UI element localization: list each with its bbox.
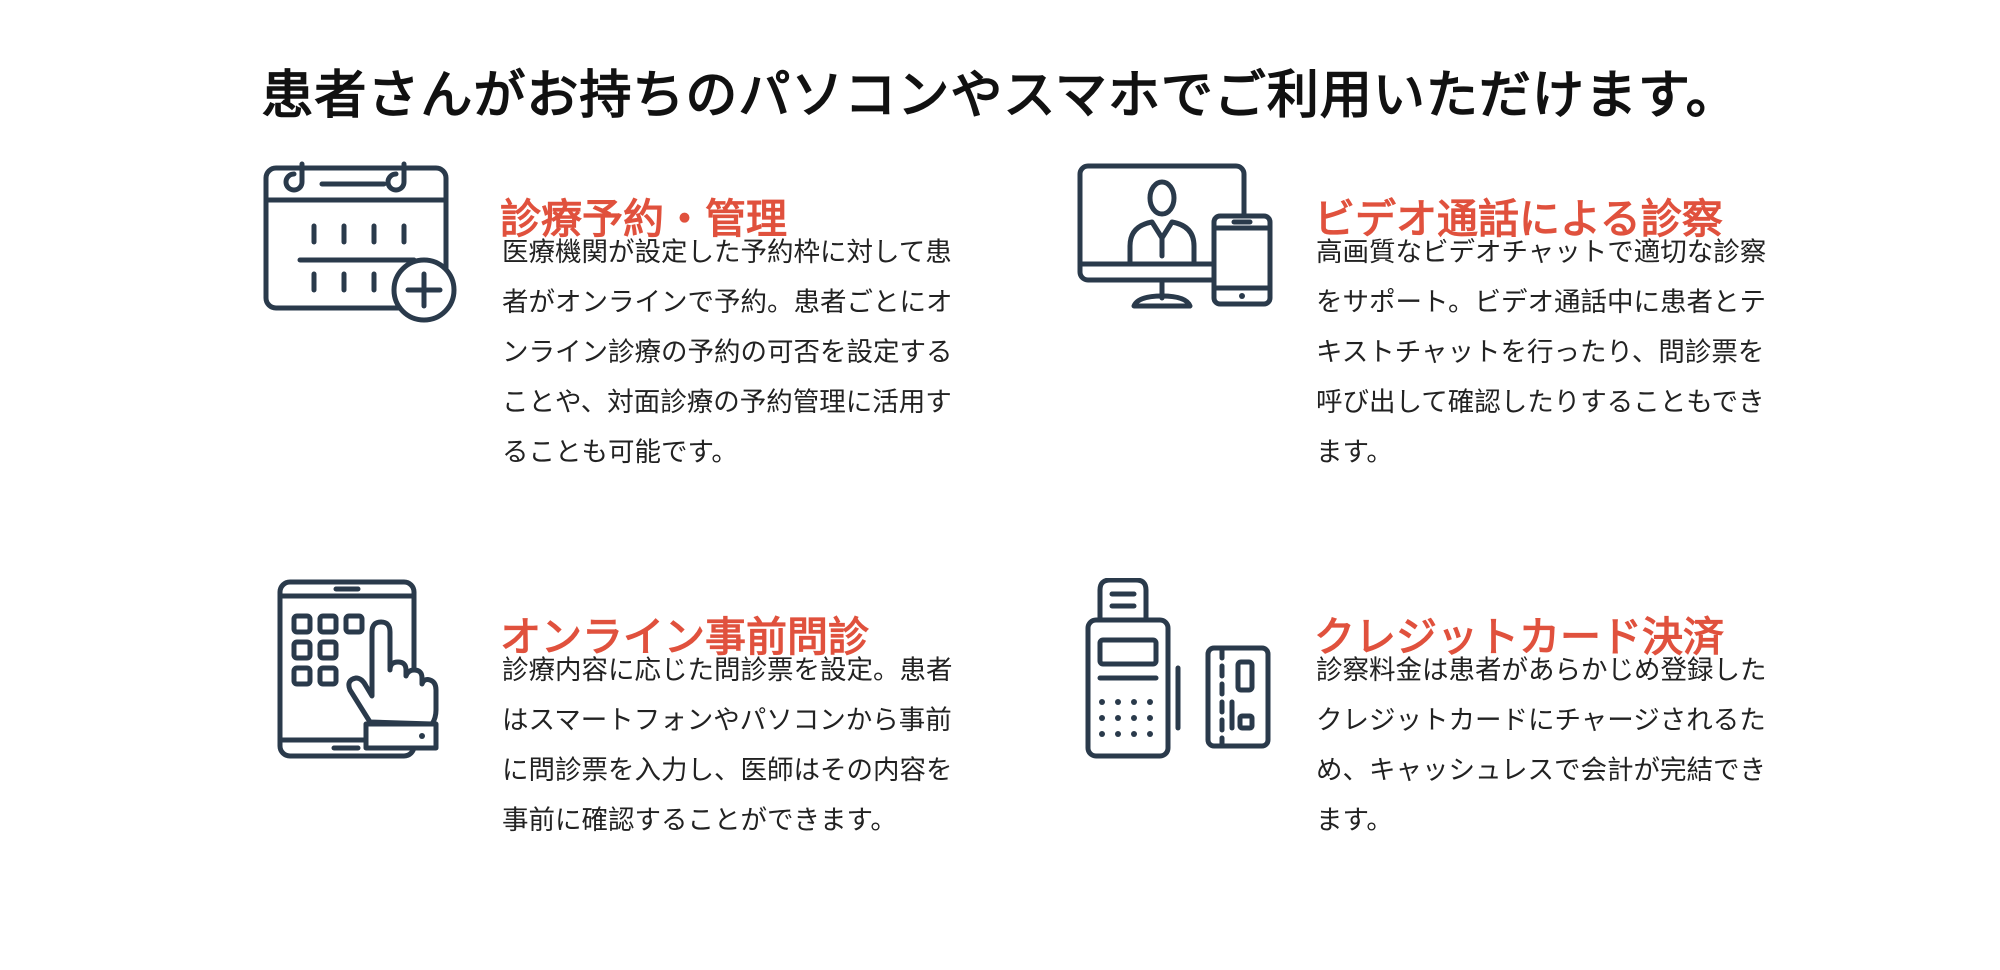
feature-description: 診察料金は患者があらかじめ登録したクレジットカードにチャージされるため、キャッシ… [1316, 655, 1767, 836]
feature-online-questionnaire: オンライン事前問診 診療内容に応じた問診票を設定。患者はスマートフォンやパソコン… [262, 578, 1022, 918]
video-consultation-icon [1076, 160, 1276, 360]
calendar-plus-icon [262, 160, 462, 360]
feature-title: オンライン事前問診 [500, 613, 869, 662]
tablet-tap-icon [262, 578, 462, 778]
feature-title: クレジットカード決済 [1314, 613, 1724, 662]
feature-video-consultation: ビデオ通話による診察 高画質なビデオチャットで適切な診察をサポート。ビデオ通話中… [1076, 160, 1836, 500]
card-payment-icon [1076, 578, 1276, 778]
feature-description: 医療機関が設定した予約枠に対して患者がオンラインで予約。患者ごとにオンライン診療… [502, 237, 953, 468]
feature-description: 高画質なビデオチャットで適切な診察をサポート。ビデオ通話中に患者とテキストチャッ… [1316, 237, 1767, 468]
feature-credit-card-payment: クレジットカード決済 診察料金は患者があらかじめ登録したクレジットカードにチャー… [1076, 578, 1836, 918]
feature-description: 診療内容に応じた問診票を設定。患者はスマートフォンやパソコンから事前に問診票を入… [502, 655, 953, 836]
feature-reservation: 診療予約・管理 医療機関が設定した予約枠に対して患者がオンラインで予約。患者ごと… [262, 160, 1022, 500]
page-title: 患者さんがお持ちのパソコンやスマホでご利用いただけます。 [261, 65, 1739, 126]
feature-title: 診療予約・管理 [500, 195, 787, 244]
feature-title: ビデオ通話による診察 [1314, 195, 1723, 244]
